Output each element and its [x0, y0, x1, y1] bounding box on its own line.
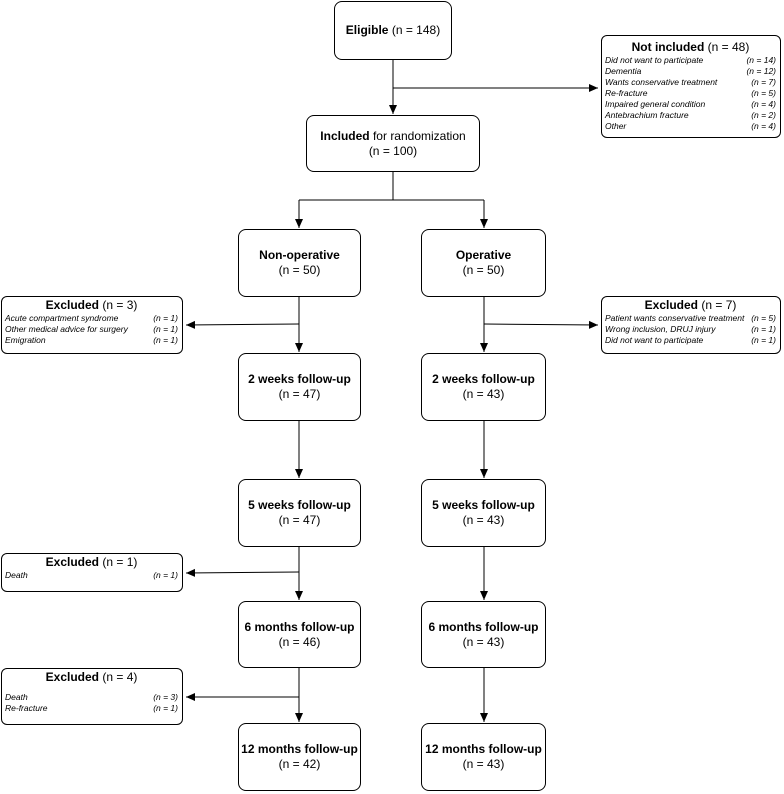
followup-title: 6 months follow-up	[244, 619, 355, 634]
list-item: Other medical advice for surgery(n = 1)	[5, 324, 178, 334]
list-item: Antebrachium fracture(n = 2)	[605, 110, 776, 120]
list-item: Wants conservative treatment(n = 7)	[605, 77, 776, 87]
list-item: Dementia(n = 12)	[605, 66, 776, 76]
operative-title: Operative	[455, 248, 512, 262]
followup-count: (n = 43)	[462, 513, 505, 527]
list-item: Impaired general condition(n = 4)	[605, 99, 776, 109]
followup-count: (n = 43)	[462, 634, 505, 649]
operative-count: (n = 50)	[462, 263, 505, 277]
list-item: Wrong inclusion, DRUJ injury(n = 1)	[605, 324, 776, 334]
op-excluded-1-box: Excluded (n = 7) Patient wants conservat…	[601, 296, 781, 354]
excluded-count: (n = 1)	[102, 555, 138, 569]
followup-count: (n = 47)	[278, 513, 321, 527]
excluded-count: (n = 4)	[102, 670, 138, 684]
non-operative-count: (n = 50)	[278, 263, 321, 277]
followup-count: (n = 43)	[462, 757, 505, 771]
included-title: Included	[320, 128, 370, 143]
not-included-box: Not included (n = 48) Did not want to pa…	[601, 35, 781, 138]
excluded-count: (n = 7)	[701, 298, 737, 312]
not-included-count: (n = 48)	[707, 40, 750, 54]
eligible-count: (n = 148)	[391, 23, 441, 37]
list-item: Death(n = 3)	[5, 692, 178, 702]
non-operative-title: Non-operative	[259, 248, 340, 262]
list-item: Did not want to participate(n = 14)	[605, 55, 776, 65]
excluded-title: Excluded	[45, 670, 99, 684]
list-item: Patient wants conservative treatment(n =…	[605, 313, 776, 323]
arrow-nonop-excluded-2	[185, 568, 300, 577]
followup-title: 2 weeks follow-up	[432, 372, 535, 386]
followup-title: 12 months follow-up	[241, 742, 358, 756]
nonop-excluded-3-box: Excluded (n = 4) Death(n = 3) Re-fractur…	[1, 668, 183, 725]
op-2w-box: 2 weeks follow-up (n = 43)	[421, 353, 546, 421]
list-item: Death(n = 1)	[5, 570, 178, 580]
nonop-2w-box: 2 weeks follow-up (n = 47)	[238, 353, 361, 421]
followup-title: 6 months follow-up	[428, 619, 539, 634]
followup-count: (n = 46)	[278, 634, 321, 649]
excluded-title: Excluded	[45, 298, 99, 312]
not-included-title: Not included	[631, 40, 705, 54]
operative-box: Operative (n = 50)	[421, 229, 546, 297]
included-box: Included for randomization (n = 100)	[306, 115, 480, 172]
op-12m-box: 12 months follow-up (n = 43)	[421, 723, 546, 791]
list-item: Acute compartment syndrome(n = 1)	[5, 313, 178, 323]
followup-title: 5 weeks follow-up	[432, 498, 535, 512]
list-item: Other(n = 4)	[605, 121, 776, 131]
non-operative-box: Non-operative (n = 50)	[238, 229, 361, 297]
eligible-title: Eligible	[345, 23, 389, 37]
excluded-title: Excluded	[644, 298, 698, 312]
nonop-6m-box: 6 months follow-up (n = 46)	[238, 601, 361, 668]
arrow-op-excluded-1	[483, 320, 599, 329]
followup-count: (n = 43)	[462, 387, 505, 401]
followup-title: 5 weeks follow-up	[248, 498, 351, 512]
followup-title: 12 months follow-up	[425, 742, 542, 756]
list-item: Re-fracture(n = 1)	[5, 703, 178, 713]
arrow-nonop-excluded-1	[185, 320, 300, 329]
list-item: Emigration(n = 1)	[5, 335, 178, 345]
list-item: Re-fracture(n = 5)	[605, 88, 776, 98]
followup-count: (n = 47)	[278, 387, 321, 401]
nonop-5w-box: 5 weeks follow-up (n = 47)	[238, 479, 361, 547]
included-count: (n = 100)	[368, 143, 418, 158]
followup-title: 2 weeks follow-up	[248, 372, 351, 386]
eligible-box: Eligible (n = 148)	[334, 1, 452, 60]
nonop-excluded-2-box: Excluded (n = 1) Death(n = 1)	[1, 553, 183, 592]
list-item: Did not want to participate(n = 1)	[605, 335, 776, 345]
included-suffix: for randomization	[369, 128, 466, 143]
excluded-title: Excluded	[45, 555, 99, 569]
op-5w-box: 5 weeks follow-up (n = 43)	[421, 479, 546, 547]
op-6m-box: 6 months follow-up (n = 43)	[421, 601, 546, 668]
excluded-count: (n = 3)	[102, 298, 138, 312]
followup-count: (n = 42)	[278, 757, 321, 771]
nonop-excluded-1-box: Excluded (n = 3) Acute compartment syndr…	[1, 296, 183, 354]
nonop-12m-box: 12 months follow-up (n = 42)	[238, 723, 361, 791]
